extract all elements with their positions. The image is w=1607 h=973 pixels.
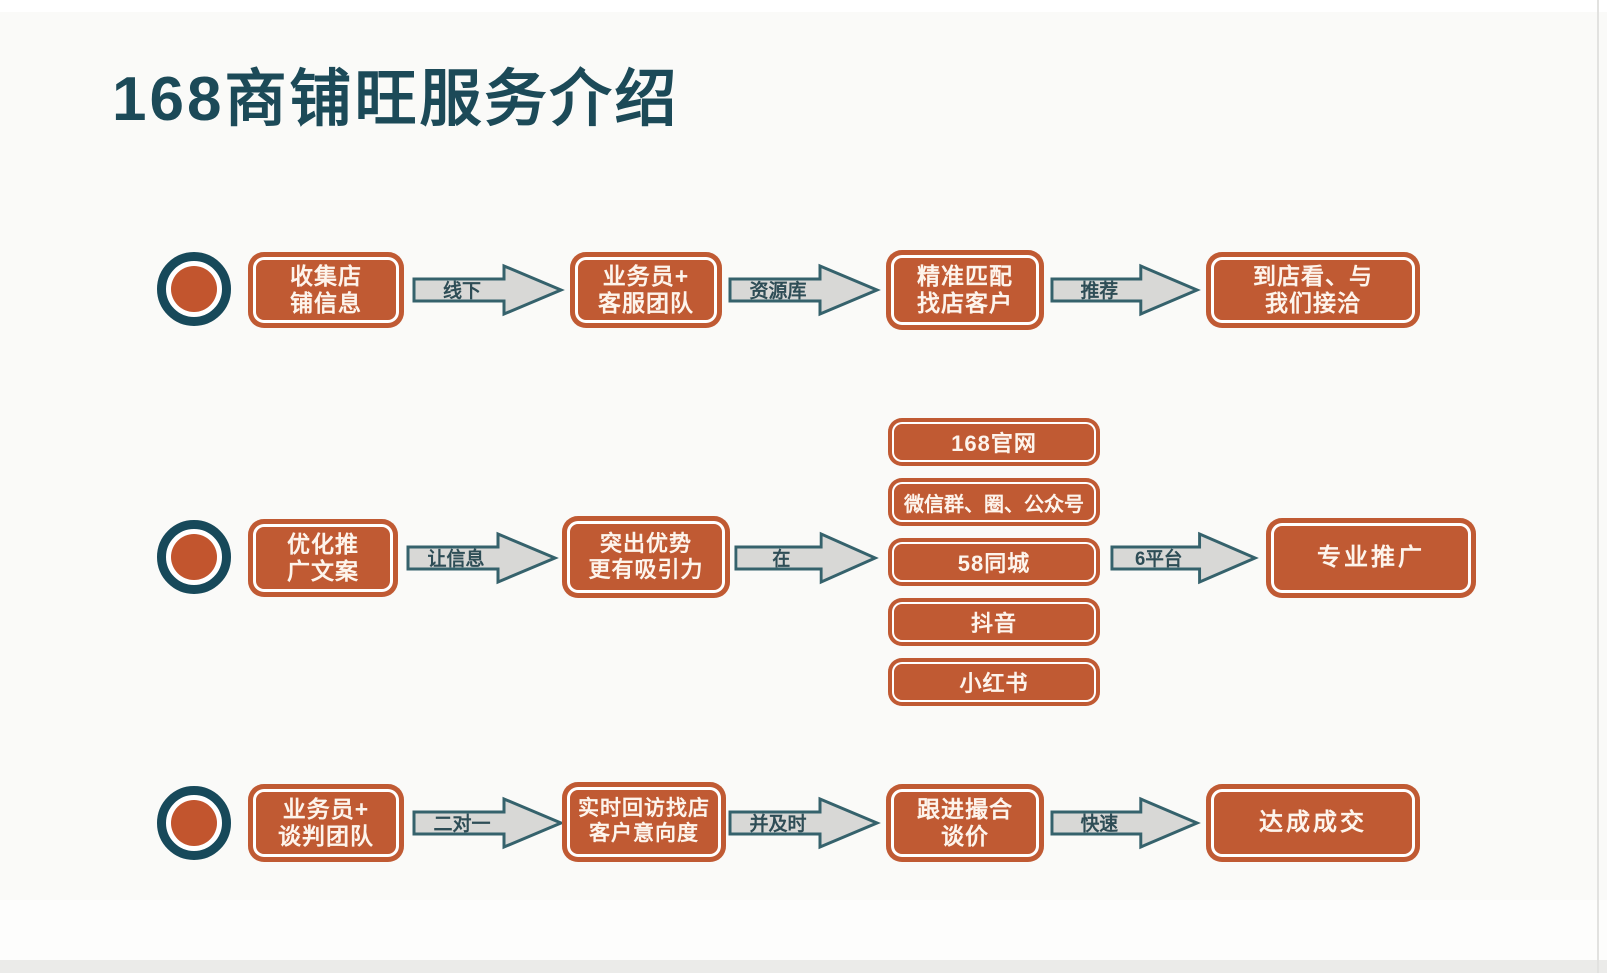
flow-box-collect-info: 收集店 铺信息 xyxy=(248,252,404,328)
flow-box-deal-closed: 达成成交 xyxy=(1206,784,1420,862)
top-strip xyxy=(0,0,1607,12)
arrow-shape xyxy=(412,263,565,317)
box-label-line: 精准匹配 xyxy=(917,262,1013,289)
step-marker-core xyxy=(171,534,217,580)
step-marker-icon xyxy=(157,520,231,594)
arrow-shape xyxy=(1110,531,1259,585)
flow-arrow: 快速 xyxy=(1050,796,1201,850)
box-label-line: 谈判团队 xyxy=(278,823,374,849)
box-label-line: 到店看、与 xyxy=(1253,262,1373,289)
arrow-label: 二对一 xyxy=(433,812,490,835)
page-title: 168商铺旺服务介绍 xyxy=(112,65,680,134)
box-label-line: 收集店 xyxy=(290,262,362,289)
flow-arrow: 资源库 xyxy=(728,263,881,317)
step-marker-icon xyxy=(157,786,231,860)
arrow-label: 线下 xyxy=(443,279,481,302)
flow-box-mediate-price: 跟进撮合 谈价 xyxy=(886,784,1044,862)
flow-box-professional-promotion: 专业推广 xyxy=(1266,518,1476,598)
arrow-shape xyxy=(412,796,565,850)
box-label-line: 更有吸引力 xyxy=(588,557,704,582)
box-label-line: 客户意向度 xyxy=(589,822,699,845)
flow-arrow: 线下 xyxy=(412,263,565,317)
flow-arrow: 在 xyxy=(734,531,879,585)
platform-label: 168官网 xyxy=(951,431,1037,456)
arrow-shape xyxy=(1050,796,1201,850)
platform-box-douyin: 抖音 xyxy=(888,598,1100,646)
step-marker-core xyxy=(171,266,217,312)
platform-label: 微信群、圈、公众号 xyxy=(904,493,1084,516)
flow-box-precise-match: 精准匹配 找店客户 xyxy=(886,250,1044,330)
arrow-shape xyxy=(406,531,559,585)
arrow-label: 让信息 xyxy=(427,547,484,570)
flow-box-negotiation-team: 业务员+ 谈判团队 xyxy=(248,784,404,862)
flow-arrow: 让信息 xyxy=(406,531,559,585)
box-label-line: 客服团队 xyxy=(598,290,694,316)
flow-box-follow-up-intention: 实时回访找店 客户意向度 xyxy=(562,782,726,862)
right-edge-line xyxy=(1597,0,1599,973)
platform-box-wechat: 微信群、圈、公众号 xyxy=(888,478,1100,526)
box-label-line: 跟进撮合 xyxy=(917,795,1013,822)
arrow-shape xyxy=(734,531,879,585)
box-label-line: 广文案 xyxy=(287,558,359,584)
platform-box-58-tongcheng: 58同城 xyxy=(888,538,1100,586)
flow-box-visit-store: 到店看、与 我们接洽 xyxy=(1206,252,1420,328)
arrow-label: 资源库 xyxy=(749,279,806,302)
arrow-shape xyxy=(728,796,881,850)
arrow-label: 推荐 xyxy=(1081,279,1119,301)
arrow-label: 在 xyxy=(772,548,790,570)
arrow-label: 快速 xyxy=(1081,812,1119,834)
box-label-line: 我们接洽 xyxy=(1265,290,1361,316)
arrow-label: 6平台 xyxy=(1135,547,1182,569)
box-label-line: 找店客户 xyxy=(917,290,1013,316)
box-label-line: 谈价 xyxy=(941,823,989,849)
arrow-shape xyxy=(1050,263,1201,317)
box-label-line: 实时回访找店 xyxy=(578,797,710,821)
flow-arrow: 二对一 xyxy=(412,796,565,850)
box-label-line: 专业推广 xyxy=(1317,543,1425,571)
step-marker-icon xyxy=(157,252,231,326)
flow-box-optimize-copy: 优化推 广文案 xyxy=(248,519,398,597)
platform-box-168-website: 168官网 xyxy=(888,418,1100,466)
flow-arrow: 6平台 xyxy=(1110,531,1259,585)
box-label-line: 铺信息 xyxy=(290,290,362,316)
flow-box-sales-service-team: 业务员+ 客服团队 xyxy=(570,252,722,328)
box-label-line: 突出优势 xyxy=(599,531,692,557)
box-label-line: 业务员+ xyxy=(282,795,370,822)
platform-label: 58同城 xyxy=(957,551,1031,576)
bottom-bar xyxy=(0,960,1607,973)
box-label-line: 达成成交 xyxy=(1259,808,1367,836)
arrow-label: 并及时 xyxy=(749,812,806,835)
platform-box-xiaohongshu: 小红书 xyxy=(888,658,1100,706)
flow-arrow: 推荐 xyxy=(1050,263,1201,317)
flow-arrow: 并及时 xyxy=(728,796,881,850)
bottom-margin xyxy=(0,900,1607,960)
step-marker-core xyxy=(171,800,217,846)
platform-label: 小红书 xyxy=(959,671,1029,696)
box-label-line: 业务员+ xyxy=(602,262,690,289)
platform-label: 抖音 xyxy=(970,611,1017,636)
arrow-shape xyxy=(728,263,881,317)
box-label-line: 优化推 xyxy=(287,530,359,557)
flow-box-highlight-advantage: 突出优势 更有吸引力 xyxy=(562,516,730,598)
